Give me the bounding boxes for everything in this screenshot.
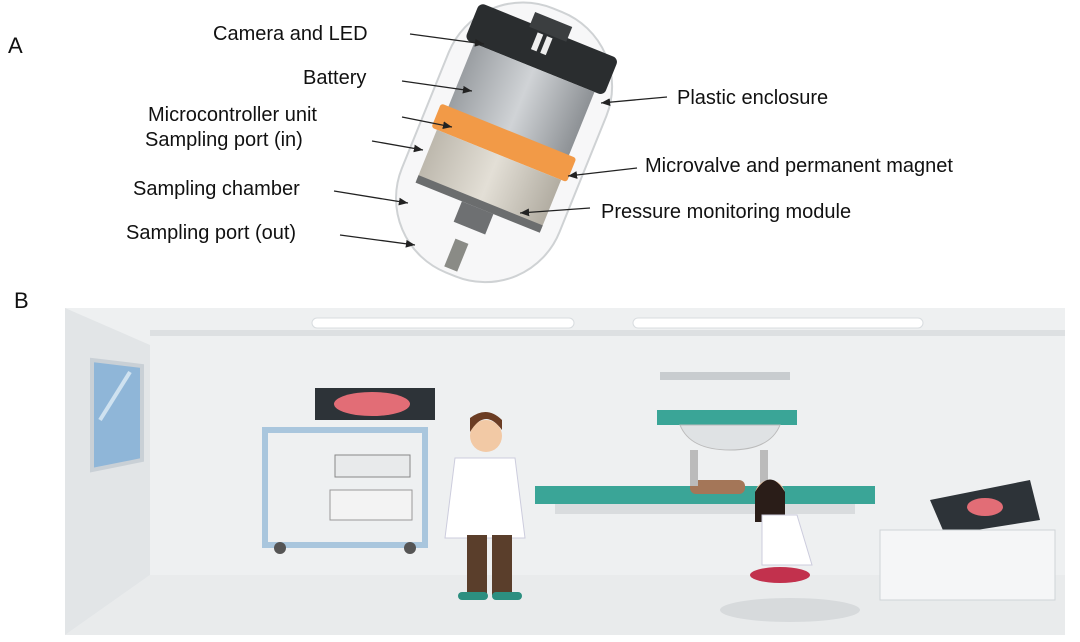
label-sampling-port-out: Sampling port (out) [126,222,296,244]
doctor-head [470,420,502,452]
sampling-chamber [416,129,562,231]
label-microcontroller: Microcontroller unit [148,104,317,126]
doctor-coat [444,457,526,539]
patient-sample [690,480,745,494]
microcontroller-ring [432,104,576,182]
window [90,357,144,473]
label-sampling-port-in: Sampling port (in) [145,129,303,151]
exam-table [535,486,875,504]
camera-led-module [466,4,617,94]
label-sampling-chamber: Sampling chamber [133,178,300,200]
panel-b-letter: B [14,288,29,313]
battery [447,43,595,157]
desk [879,529,1056,601]
panel-a-letter: A [8,33,23,58]
label-battery: Battery [303,67,366,89]
ceiling-light [311,317,575,329]
label-plastic-enclosure: Plastic enclosure [677,87,828,109]
label-pressure-module: Pressure monitoring module [601,201,851,223]
endoscopy-cart [262,427,428,548]
ceiling-light [632,317,924,329]
label-microvalve: Microvalve and permanent magnet [645,155,953,177]
magnet-frame [660,372,790,380]
label-camera-led: Camera and LED [213,23,368,45]
callouts [333,33,668,248]
clinic-illustration [65,308,1065,635]
capsule [395,1,617,284]
stool [750,567,810,583]
sampling-port-out [444,238,469,272]
